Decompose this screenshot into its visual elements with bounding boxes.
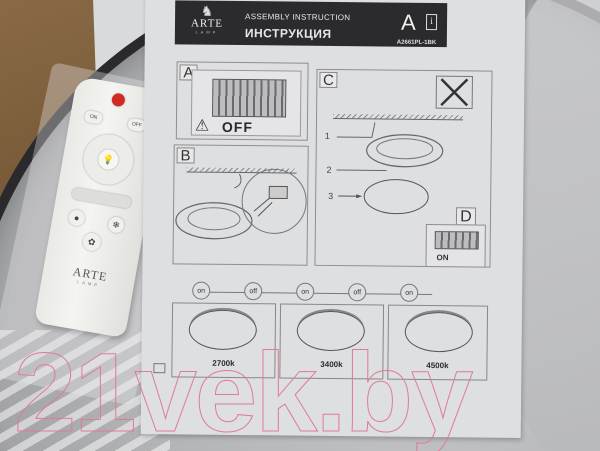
switch-sequence: on off on off on bbox=[192, 281, 442, 305]
winged-lion-icon: ♞ bbox=[200, 2, 214, 19]
color-temp-box: 2700k bbox=[171, 302, 277, 379]
title-ru: ИНСТРУКЦИЯ bbox=[244, 26, 332, 41]
sequence-step: off bbox=[244, 282, 263, 301]
lamp-sketch-icon bbox=[404, 311, 473, 353]
title-en: ASSEMBLY INSTRUCTION bbox=[245, 12, 351, 23]
off-text: OFF bbox=[221, 118, 254, 136]
color-temp-label: 2700k bbox=[212, 358, 235, 368]
color-temp-box: 3400k bbox=[279, 303, 385, 380]
warning-icon: ⚠ bbox=[194, 117, 210, 135]
callout-2: 2 bbox=[326, 164, 332, 175]
night-mode-icon[interactable]: ● bbox=[67, 208, 86, 228]
panel-b: B bbox=[172, 144, 309, 266]
sequence-step: on bbox=[296, 282, 315, 301]
sequence-step: on bbox=[400, 283, 419, 302]
on-text: ON bbox=[436, 253, 449, 263]
power-button[interactable] bbox=[110, 92, 126, 108]
lamp-sketch-icon bbox=[188, 309, 258, 351]
mode-icon[interactable]: ✿ bbox=[81, 231, 103, 253]
mounting-illustration bbox=[336, 122, 444, 215]
color-temp-box: 4500k bbox=[387, 304, 489, 381]
section-letter: A bbox=[400, 9, 416, 35]
brand-name: ARTE bbox=[190, 17, 224, 30]
slider-button[interactable] bbox=[70, 186, 133, 210]
model-number: A2661PL-1BK bbox=[396, 39, 437, 47]
switch-icon bbox=[153, 363, 166, 374]
callout-3: 3 bbox=[328, 190, 334, 202]
panel-a: A ⚠ OFF bbox=[175, 61, 309, 141]
info-icon: i bbox=[425, 13, 438, 31]
panel-c: C 1 2 3 bbox=[314, 68, 493, 268]
circuit-breaker-icon bbox=[212, 78, 287, 118]
lamp-sketch-icon bbox=[296, 310, 366, 352]
breaker-illustration: ⚠ OFF bbox=[190, 69, 302, 137]
arte-logo: ♞ ARTE LAMP bbox=[185, 3, 229, 43]
sequence-line bbox=[202, 291, 433, 296]
brand-sub: LAMP bbox=[195, 29, 219, 35]
instruction-sheet: ♞ ARTE LAMP ASSEMBLY INSTRUCTION ИНСТРУК… bbox=[140, 0, 526, 438]
cool-light-icon[interactable]: ❄ bbox=[106, 215, 126, 235]
callout-1: 1 bbox=[324, 130, 330, 141]
sheet-header: ♞ ARTE LAMP ASSEMBLY INSTRUCTION ИНСТРУК… bbox=[174, 0, 448, 48]
color-temp-label: 3400k bbox=[320, 359, 343, 370]
sequence-step: off bbox=[348, 283, 367, 302]
color-temp-label: 4500k bbox=[426, 360, 449, 371]
wiring-illustration bbox=[175, 168, 307, 240]
panel-d: ON bbox=[425, 223, 486, 268]
panel-d-label: D bbox=[455, 207, 477, 226]
on-button[interactable]: ON bbox=[83, 109, 104, 125]
no-drill-icon bbox=[435, 75, 473, 109]
circuit-breaker-on-icon bbox=[434, 231, 479, 250]
sequence-step: on bbox=[192, 281, 211, 300]
